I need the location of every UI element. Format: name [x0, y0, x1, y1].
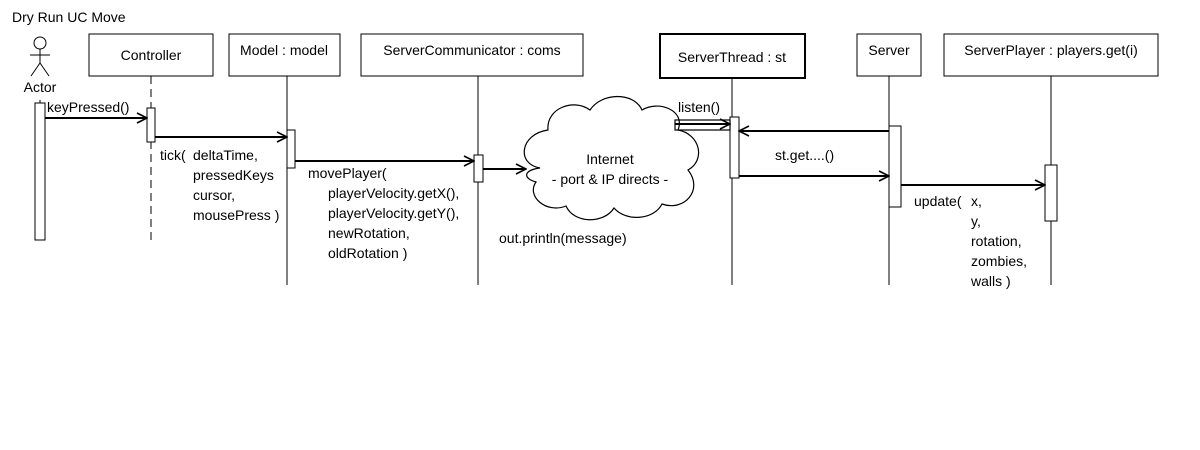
participant-server-player-label: ServerPlayer : players.get(i): [964, 42, 1138, 58]
message-tick-param-4: mousePress ): [193, 207, 279, 223]
participant-server-thread-label: ServerThread : st: [678, 49, 786, 65]
message-move-player-param-2: playerVelocity.getY(),: [328, 205, 459, 221]
activation-server: [888, 125, 902, 208]
participant-controller-label: Controller: [121, 47, 182, 63]
message-tick-param-3: cursor,: [193, 187, 235, 203]
activation-server-thread: [729, 116, 740, 179]
message-out-println-label: out.println(message): [499, 230, 627, 246]
message-st-get-label: st.get....(): [775, 147, 834, 163]
activation-actor: [34, 102, 46, 241]
message-key-pressed-label: keyPressed(): [47, 99, 129, 115]
diagram-title: Dry Run UC Move: [12, 9, 126, 25]
participant-server: Server: [856, 33, 922, 77]
participant-model: Model : model: [228, 33, 341, 77]
participant-server-label: Server: [868, 42, 910, 58]
participant-server-player: ServerPlayer : players.get(i): [943, 33, 1159, 77]
message-update-param-1: x,: [971, 193, 982, 209]
participant-controller: Controller: [88, 33, 214, 77]
message-update-param-3: rotation,: [971, 233, 1022, 249]
activation-model: [286, 129, 296, 169]
cloud-sublabel: - port & IP directs -: [552, 171, 669, 187]
listen-connector: [674, 119, 731, 131]
participant-server-thread: ServerThread : st: [659, 33, 806, 79]
message-update-label: update(: [914, 193, 962, 209]
message-tick-param-1: deltaTime,: [193, 147, 258, 163]
participant-coms: ServerCommunicator : coms: [360, 33, 584, 77]
message-listen-label: listen(): [678, 99, 720, 115]
message-update-param-2: y,: [971, 213, 981, 229]
message-move-player-param-3: newRotation,: [328, 225, 410, 241]
activation-controller: [146, 107, 156, 143]
message-tick-param-2: pressedKeys: [193, 167, 274, 183]
message-move-player-label: movePlayer(: [308, 165, 387, 181]
activation-server-player: [1044, 164, 1058, 222]
message-tick-label: tick(: [160, 147, 186, 163]
message-update-param-5: walls ): [970, 273, 1011, 289]
actor-figure: [30, 36, 50, 77]
participant-coms-label: ServerCommunicator : coms: [383, 42, 560, 58]
cloud-label: Internet: [586, 151, 634, 167]
message-move-player-param-4: oldRotation ): [328, 245, 407, 261]
participant-model-label: Model : model: [240, 42, 328, 58]
actor-label: Actor: [24, 79, 57, 95]
activation-coms: [473, 154, 484, 183]
internet-cloud-shape: [523, 96, 700, 221]
message-update-param-4: zombies,: [971, 253, 1027, 269]
message-move-player-param-1: playerVelocity.getX(),: [328, 185, 459, 201]
